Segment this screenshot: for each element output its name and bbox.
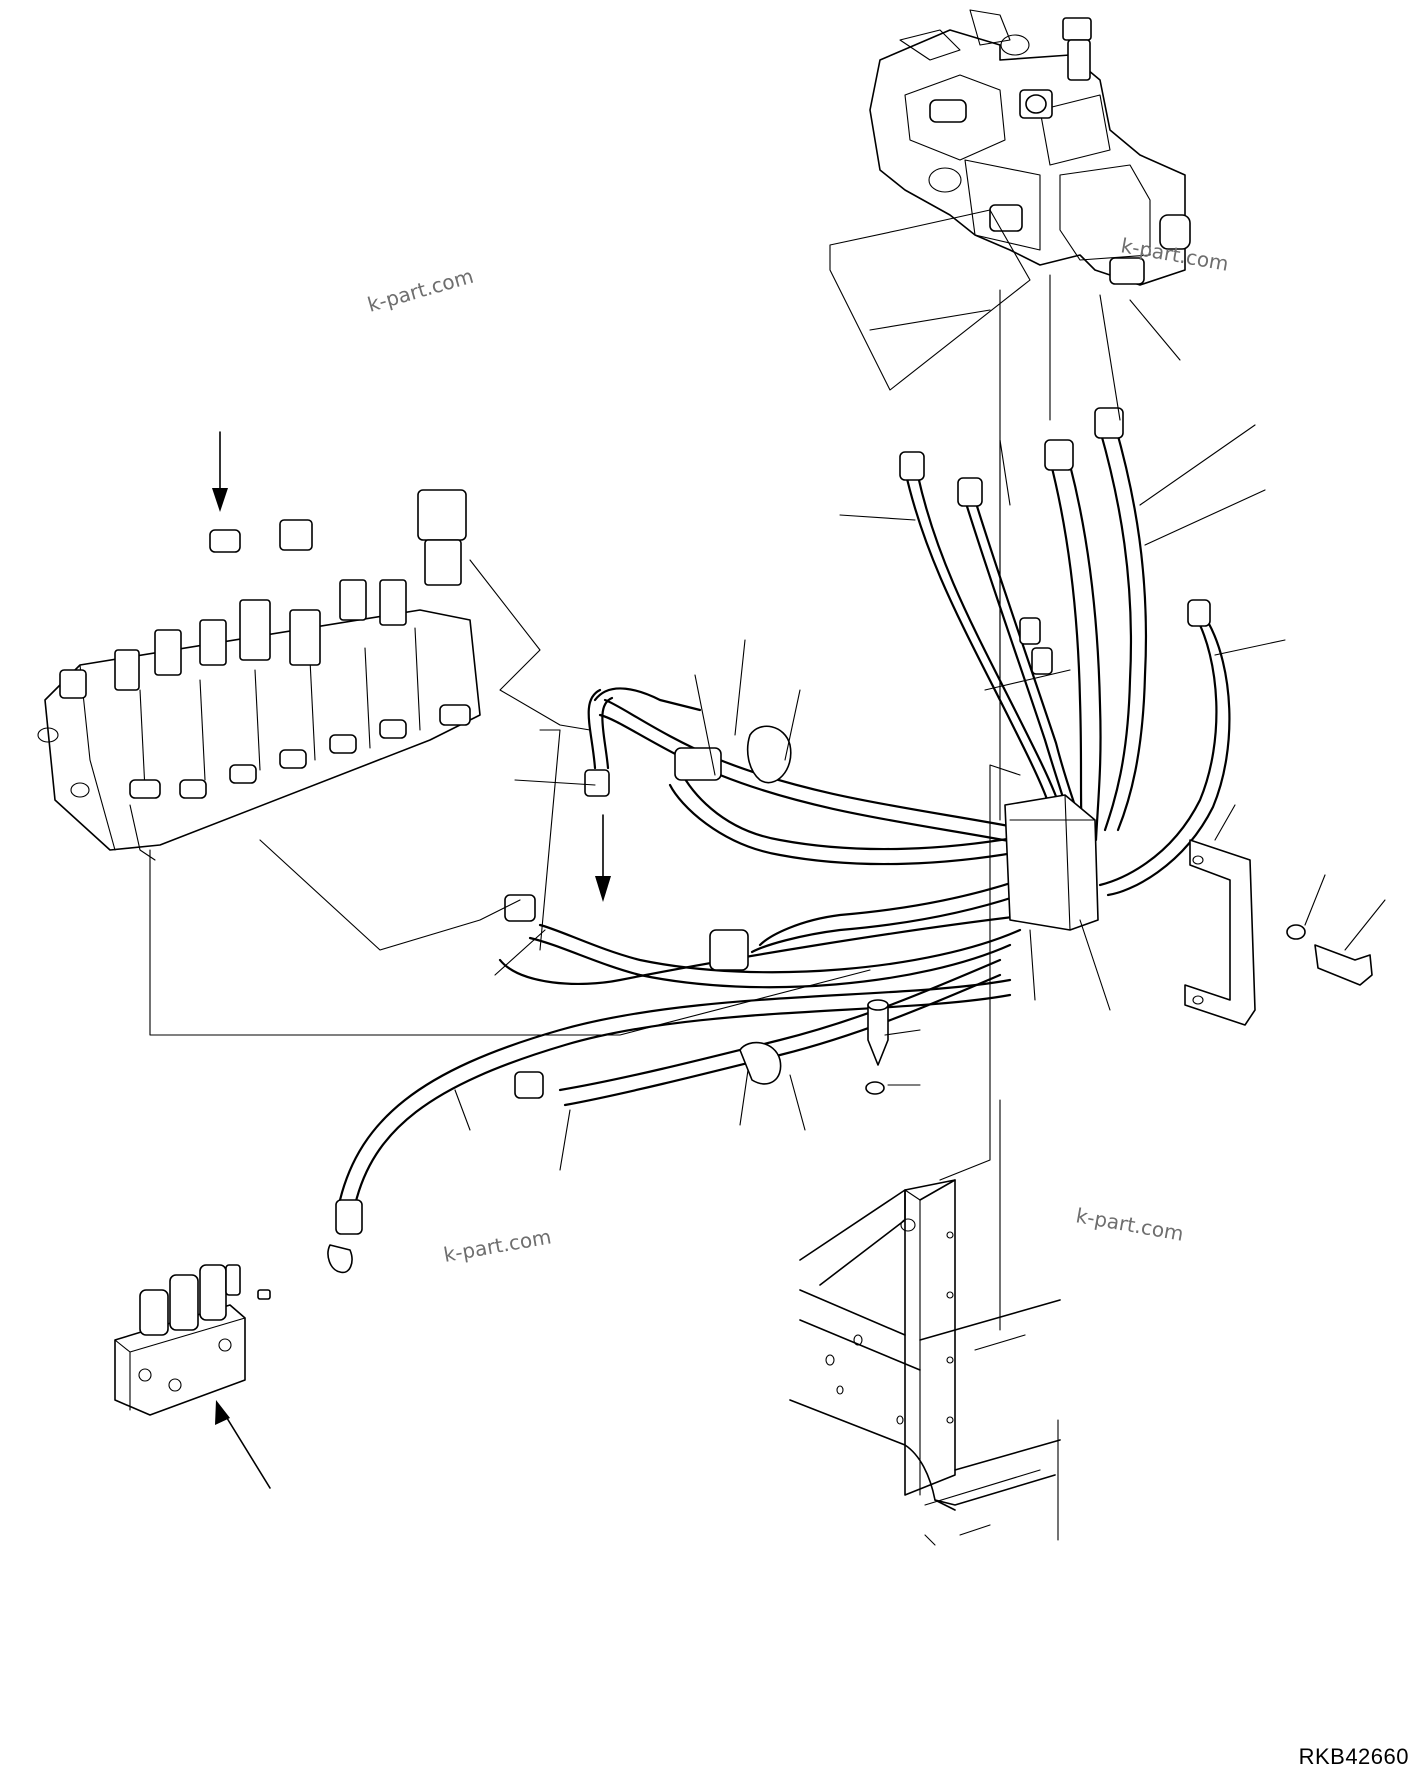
solenoid-valve-block [114, 1264, 271, 1416]
watermark: k-part.com [442, 1224, 553, 1267]
main-control-valve [37, 489, 481, 861]
watermark: k-part.com [1074, 1203, 1185, 1246]
upper-valve-assembly [869, 9, 1191, 286]
hose-fittings [327, 407, 1211, 1274]
hose-bundle [338, 423, 1231, 1207]
hose-clamp [739, 725, 1099, 1085]
watermark: k-part.com [365, 264, 476, 317]
bracket [865, 839, 1373, 1095]
arrow-icon [595, 814, 611, 902]
arrow-icon [215, 1400, 271, 1489]
arrow-icon [212, 431, 228, 512]
machine-frame [789, 1179, 1061, 1546]
drawing-code: RKB42660 [1298, 1744, 1409, 1769]
leader-lines [149, 209, 1386, 1351]
